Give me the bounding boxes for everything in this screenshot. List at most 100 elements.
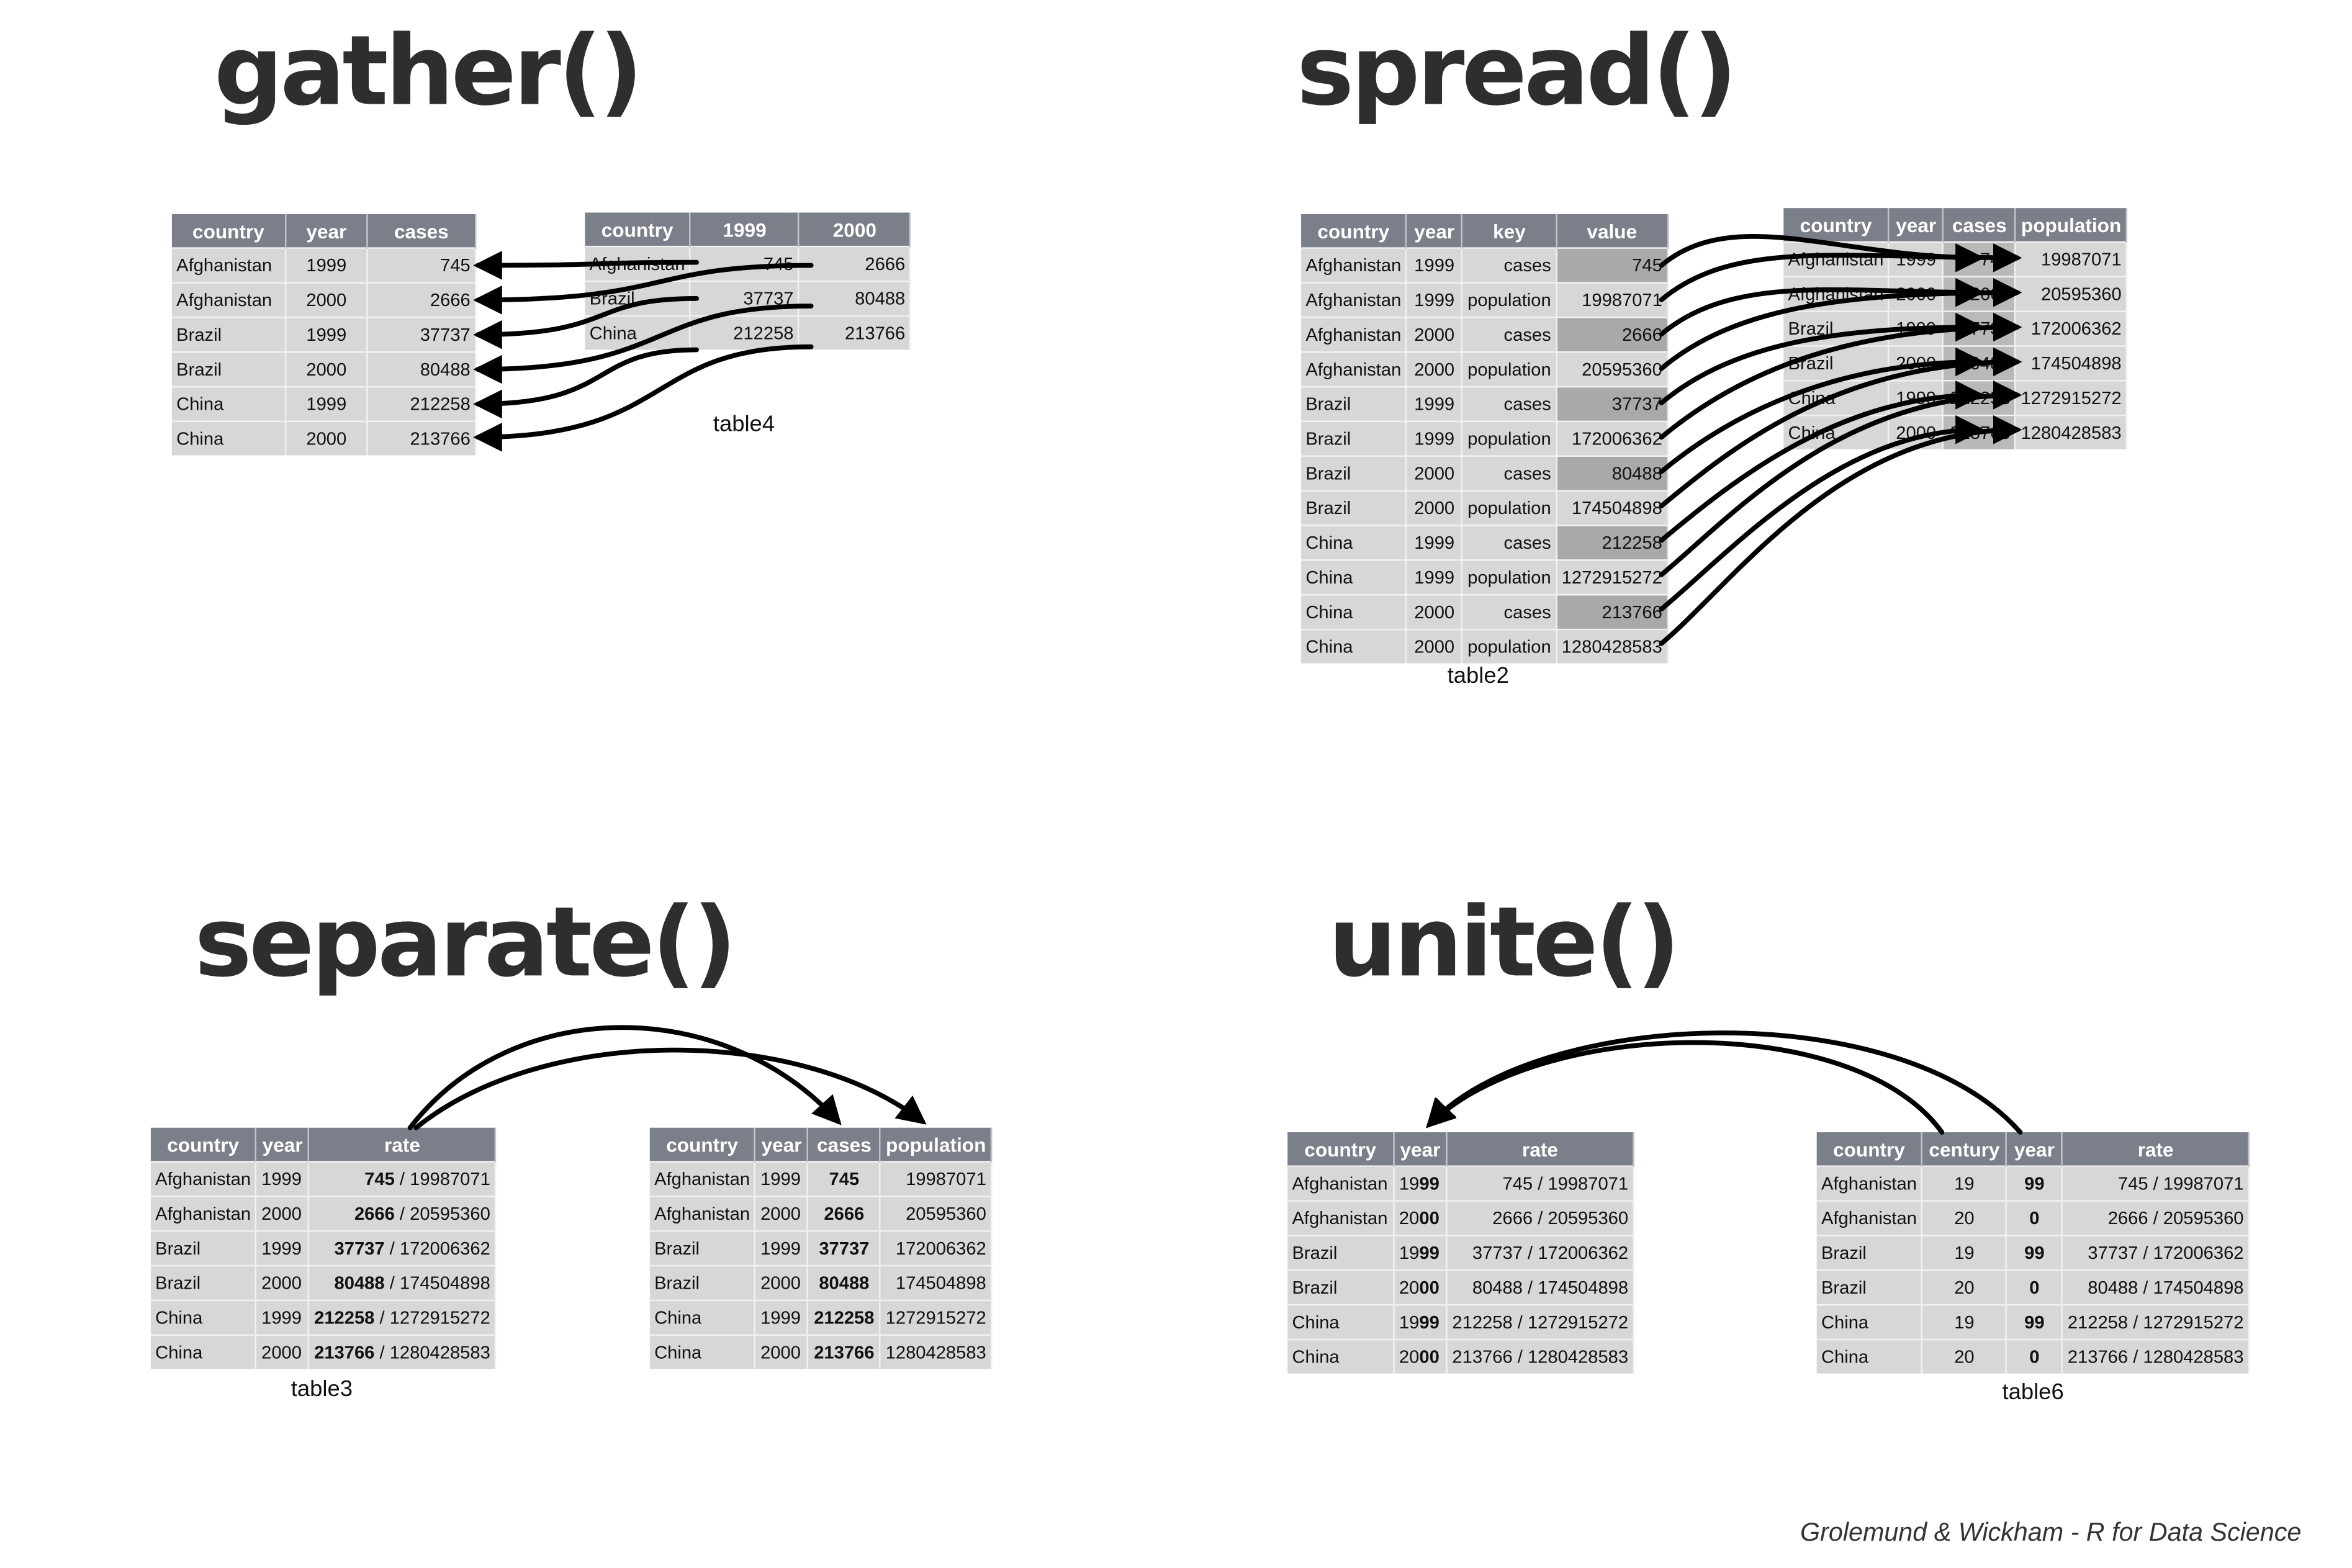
unite-arrow-year: [1426, 1030, 2023, 1135]
separate-arrow-cases: [407, 1025, 842, 1130]
table-cell: 2000: [1889, 414, 1944, 449]
table-cell: 172006362: [880, 1230, 993, 1266]
table-cell: 1280428583: [2016, 414, 2128, 449]
table-cell: 2666 / 20595360: [1446, 1200, 1634, 1236]
table-cell: 2000: [1406, 455, 1463, 491]
table-cell: 2666 / 20595360: [2062, 1200, 2250, 1236]
table-cell: 212258 / 1272915272: [2062, 1304, 2250, 1340]
table-cell: population: [1462, 282, 1557, 318]
table-cell: 2666: [367, 282, 477, 318]
table-cell: China: [1301, 559, 1408, 595]
table-cell: 2000: [286, 282, 368, 318]
table-cell: 2000: [1394, 1200, 1448, 1236]
table-cell: 2000: [755, 1196, 809, 1232]
table-cell: cases: [1462, 317, 1557, 353]
table-cell: 2000: [755, 1334, 809, 1369]
year-part: 99: [1419, 1312, 1440, 1333]
column-header: year: [256, 1127, 310, 1162]
table-cell: 1272915272: [2016, 380, 2128, 416]
table-cell: Afghanistan: [649, 1196, 756, 1232]
table-cell: 20595360: [2016, 276, 2128, 312]
table3-caption: table3: [291, 1376, 353, 1402]
table-cell: China: [150, 1334, 257, 1369]
table-cell: Brazil: [171, 317, 287, 353]
table-cell: 2000: [1406, 351, 1463, 387]
year-part: 99: [1419, 1173, 1440, 1194]
table-cell: cases: [1462, 525, 1557, 561]
table-cell: 174504898: [880, 1264, 993, 1300]
spread-arrow: [1659, 415, 1985, 612]
table-cell: Brazil: [1287, 1235, 1395, 1271]
table-cell: 19987071: [2016, 241, 2128, 277]
table-cell: Afghanistan: [1783, 241, 1890, 277]
table-cell: Afghanistan: [150, 1161, 257, 1197]
table-cell: China: [1301, 593, 1408, 630]
table-cell: 1280428583: [880, 1334, 993, 1369]
table-cell: 745: [367, 247, 477, 283]
table-cell: 745: [1943, 241, 2017, 277]
table-cell: 174504898: [1556, 490, 1669, 526]
gather-title: gather(): [214, 16, 643, 128]
table-cell: 99: [2006, 1165, 2063, 1201]
table-cell: 1999: [1889, 241, 1944, 277]
table-cell: 1999: [755, 1161, 809, 1197]
table-cell: 213766 / 1280428583: [309, 1334, 497, 1369]
table-cell: population: [1462, 628, 1557, 664]
table-cell: Afghanistan: [1816, 1165, 1923, 1201]
table-cell: China: [1816, 1304, 1923, 1340]
century-part: 19: [1399, 1173, 1420, 1194]
source-credit: Grolemund & Wickham - R for Data Science: [1800, 1518, 2302, 1547]
table6-caption: table6: [2002, 1379, 2064, 1405]
table-cell: Brazil: [649, 1264, 756, 1300]
gather-arrow: [473, 347, 699, 419]
table-cell: 80488: [798, 280, 911, 316]
table-cell: Afghanistan: [1301, 247, 1408, 283]
table-cell: 2666: [1556, 317, 1669, 353]
table-cell: 37737: [367, 317, 477, 353]
table-cell: Brazil: [1783, 310, 1890, 346]
table-cell: Afghanistan: [1783, 276, 1890, 312]
table-cell: cases: [1462, 593, 1557, 630]
table-cell: Afghanistan: [1287, 1165, 1395, 1201]
table-cell: 2666: [798, 245, 911, 281]
column-header: 2000: [798, 212, 911, 247]
table-cell: 1999: [1394, 1235, 1448, 1271]
table-cell: 99: [2006, 1304, 2063, 1340]
table-cell: 37737 / 172006362: [1446, 1235, 1634, 1271]
table-cell: Afghanistan: [1301, 351, 1408, 387]
column-header: country: [1287, 1132, 1395, 1166]
table-cell: China: [649, 1299, 756, 1335]
table-cell: Brazil: [1301, 490, 1408, 526]
century-part: 20: [1399, 1207, 1420, 1229]
rate-cases-part: 212258: [314, 1307, 375, 1328]
table-cell: Brazil: [1301, 420, 1408, 456]
table-cell: 1999: [1406, 385, 1463, 421]
table-cell: 2000: [1406, 593, 1463, 630]
column-header: year: [755, 1127, 809, 1162]
table-cell: 2000: [1889, 345, 1944, 381]
rate-population-part: / 172006362: [384, 1238, 490, 1259]
table-cell: 1272915272: [1556, 559, 1669, 595]
table-cell: 212258 / 1272915272: [309, 1299, 497, 1335]
table-cell: 212258: [367, 385, 477, 421]
